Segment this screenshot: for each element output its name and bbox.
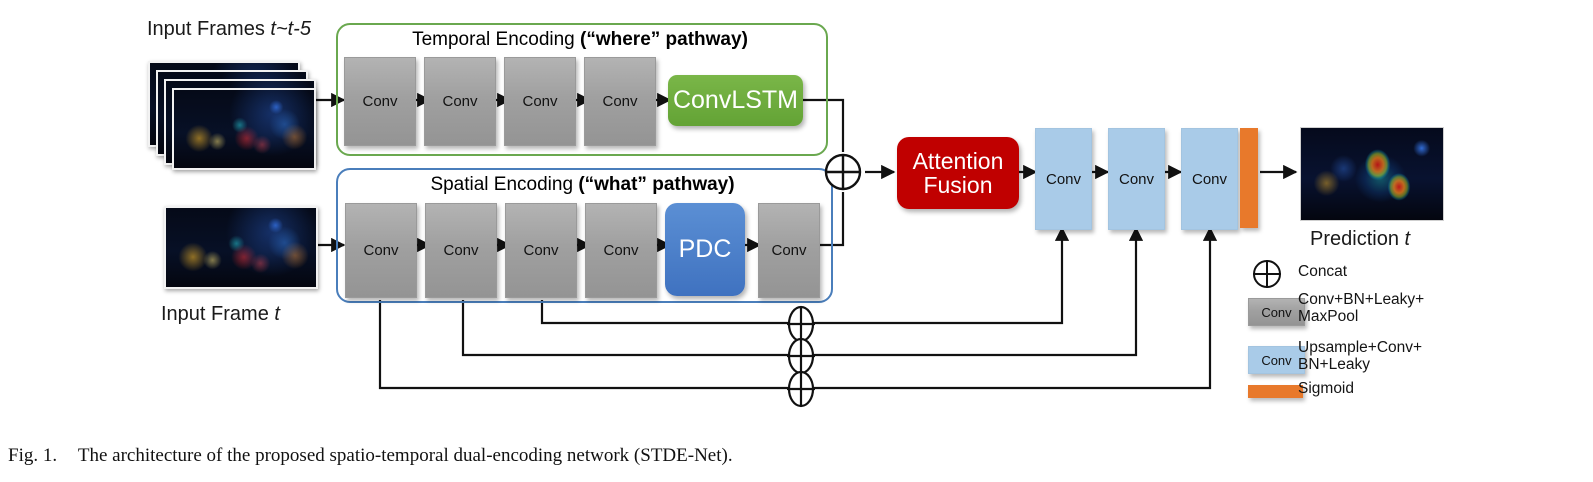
legend-blue-conv-line1: Upsample+Conv+ [1298,339,1423,356]
input-frame-t-thumb [164,206,318,289]
main-concat-icon [821,150,865,194]
main-concat-svg [824,153,862,191]
decoder-conv-3[interactable]: Conv [1181,128,1238,230]
legend-gray-conv-box: Conv [1248,298,1305,326]
legend-blue-conv-box-label: Conv [1261,352,1292,368]
spatial-conv-1-label: Conv [363,242,399,259]
legend-sigmoid-text: Sigmoid [1298,380,1488,397]
attention-fusion-line2: Fusion [923,172,993,198]
legend-blue-conv-box: Conv [1248,346,1305,374]
decoder-conv-2[interactable]: Conv [1108,128,1165,230]
spatial-conv-3-label: Conv [523,242,559,259]
legend-sigmoid-bar [1248,385,1303,398]
convlstm-label: ConvLSTM [672,86,799,115]
spatial-conv-3[interactable]: Conv [505,203,577,298]
spatial-conv-5-label: Conv [771,242,807,259]
temporal-pathway-frame [336,23,828,156]
legend-gray-conv-line2: MaxPool [1298,308,1359,326]
temporal-conv-3[interactable]: Conv [504,57,576,146]
pdc-block[interactable]: PDC [665,203,745,296]
input-frame-t-label-italic: t [274,303,280,325]
temporal-conv-1-label: Conv [362,93,398,110]
legend-gray-conv-box-label: Conv [1261,304,1292,320]
temporal-pathway-title-plain: Temporal Encoding [412,29,581,50]
legend-blue-conv-text: Upsample+Conv+ BN+Leaky [1298,339,1488,374]
figure-caption: Fig. 1. The architecture of the proposed… [8,445,733,467]
decoder-conv-3-label: Conv [1191,170,1228,188]
legend-concat-line1: Concat [1298,263,1348,280]
prediction-thumb [1300,127,1444,221]
legend-gray-conv-line1: Conv+BN+Leaky+ [1298,291,1425,308]
spatial-conv-4-label: Conv [603,242,639,259]
prediction-label-italic: t [1404,228,1411,250]
input-frame-t-label-text: Input Frame [161,303,275,325]
spatial-pathway-title-plain: Spatial Encoding [430,174,579,195]
spatial-conv-2-label: Conv [443,242,479,259]
spatial-pathway-title-bold: (“what” pathway) [578,174,735,195]
sigmoid-block[interactable] [1240,128,1258,228]
spatial-pathway-title: Spatial Encoding (“what” pathway) [336,174,829,196]
decoder-conv-1[interactable]: Conv [1035,128,1092,230]
spatial-conv-5[interactable]: Conv [758,203,820,298]
input-frame-t-label: Input Frame t [161,303,280,326]
decoder-conv-2-label: Conv [1118,170,1155,188]
figure-caption-text: The architecture of the proposed spatio-… [77,445,733,466]
spatial-conv-4[interactable]: Conv [585,203,657,298]
legend-gray-conv-text: Conv+BN+Leaky+ MaxPool [1298,291,1488,326]
input-frames-thumb-1 [172,88,316,170]
figure-caption-prefix: Fig. 1. [8,445,58,466]
prediction-label-text: Prediction [1310,228,1405,250]
input-frames-label-text: Input Frames [147,18,271,40]
temporal-conv-3-label: Conv [522,93,558,110]
legend-concat-text: Concat [1298,263,1478,280]
legend-concat-icon [1251,258,1283,290]
spatial-conv-1[interactable]: Conv [345,203,417,298]
temporal-conv-2[interactable]: Conv [424,57,496,146]
temporal-conv-2-label: Conv [442,93,478,110]
legend-concat-svg [1253,260,1281,288]
attention-fusion-block[interactable]: Attention Fusion [897,137,1019,209]
attention-fusion-line1: Attention [912,147,1004,174]
temporal-conv-4[interactable]: Conv [584,57,656,146]
decoder-conv-1-label: Conv [1045,170,1082,188]
temporal-conv-1[interactable]: Conv [344,57,416,146]
skip-concat-icon-3 [786,370,816,408]
temporal-conv-4-label: Conv [602,93,638,110]
skip-concat-svg-3 [787,370,815,408]
legend-sigmoid-line1: Sigmoid [1298,380,1354,397]
spatial-conv-2[interactable]: Conv [425,203,497,298]
prediction-label: Prediction t [1310,228,1410,251]
spatial-pathway-frame [336,168,833,303]
legend-blue-conv-line2: BN+Leaky [1298,356,1370,374]
input-frames-label-italic: t~t-5 [270,18,311,40]
temporal-pathway-title-bold: (“where” pathway) [580,29,748,50]
convlstm-block[interactable]: ConvLSTM [668,75,803,126]
input-frames-label: Input Frames t~t-5 [147,18,311,41]
temporal-pathway-title: Temporal Encoding (“where” pathway) [336,29,824,51]
pdc-label: PDC [678,235,732,264]
